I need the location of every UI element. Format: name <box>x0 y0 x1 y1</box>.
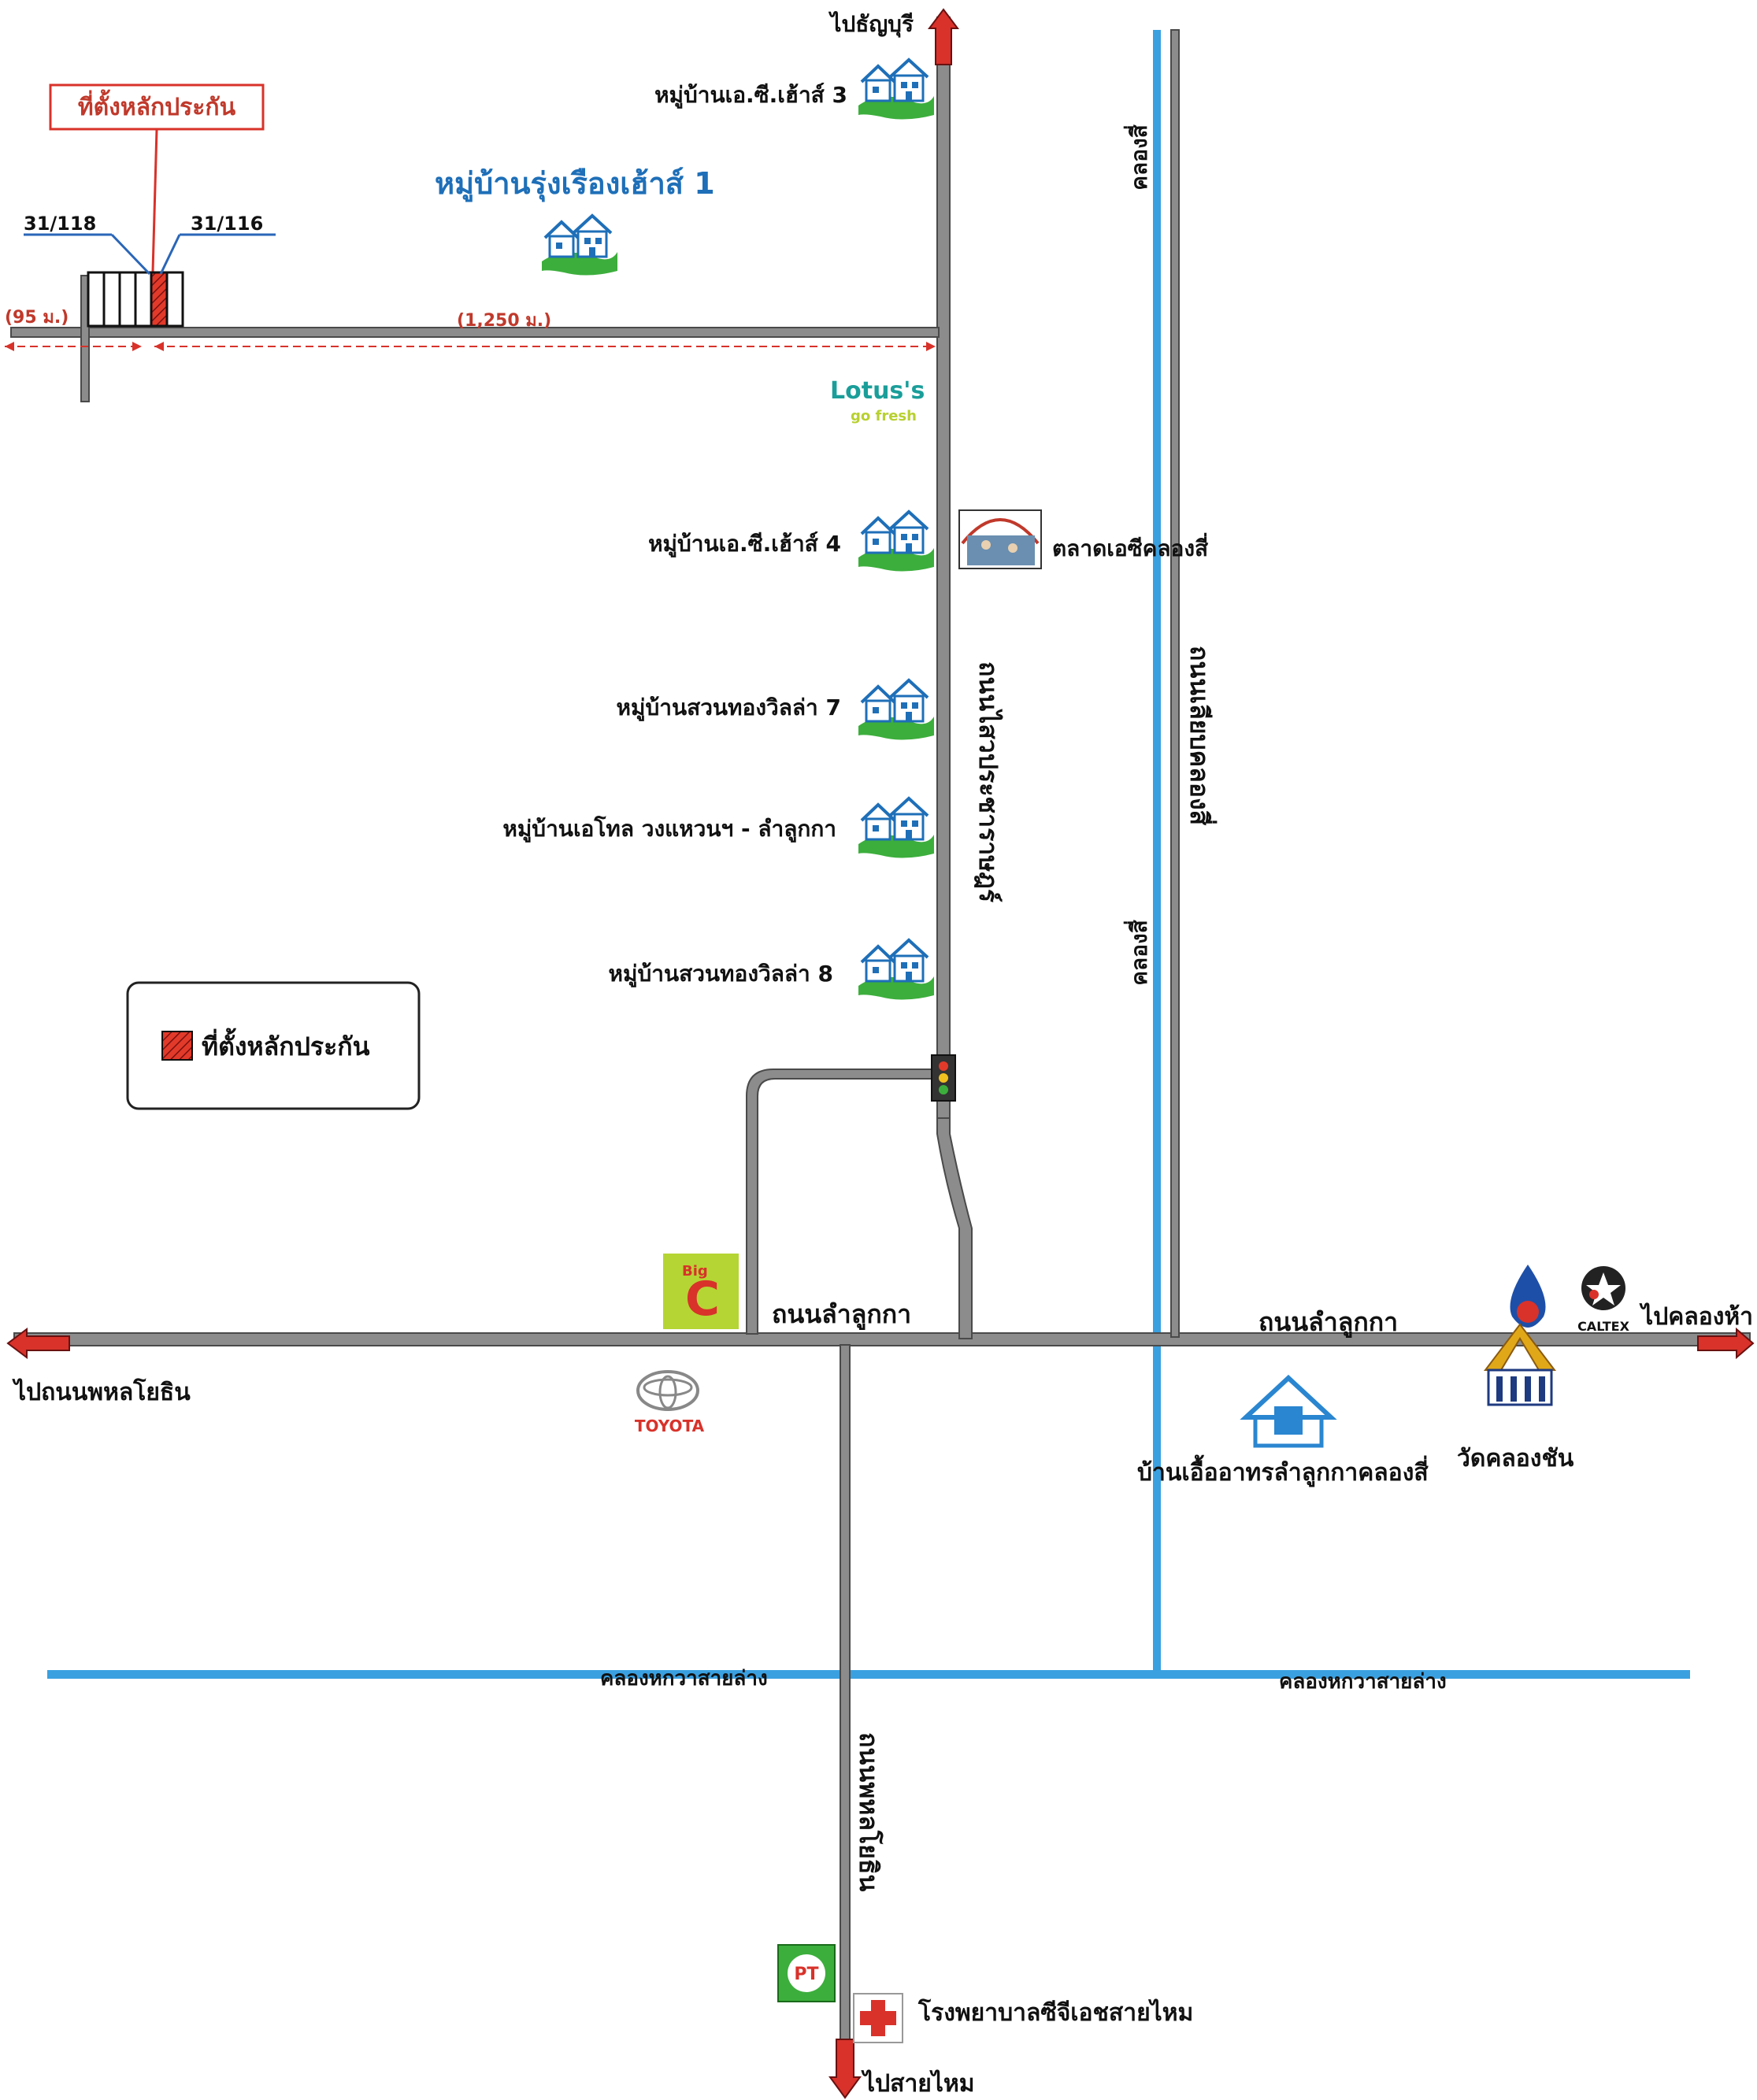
village-ac4-label: หมู่บ้านเอ.ซี.เฮ้าส์ 4 <box>648 531 841 557</box>
caltex-logo: CALTEX <box>1577 1266 1630 1334</box>
plot-row <box>87 271 184 328</box>
arrow-west-icon <box>6 1328 70 1359</box>
collateral-cross-road <box>80 275 90 402</box>
lotus-logo-text: Lotus's <box>830 377 925 405</box>
market-icon <box>958 509 1042 569</box>
south-road <box>840 1344 851 2070</box>
collateral-access-road <box>10 327 940 338</box>
pt-logo: PT <box>777 1944 836 2002</box>
destination-east: ไปคลองห้า <box>1639 1302 1753 1331</box>
village-house-icon <box>857 510 936 573</box>
traffic-light-icon <box>931 1054 956 1102</box>
hospital: โรงพยาบาลซีจีเอชสายไหม <box>853 1993 1193 2043</box>
destination-south: ไปสายไหม <box>861 2069 975 2098</box>
legend-swatch <box>161 1031 193 1061</box>
caltex-logo-text: CALTEX <box>1577 1319 1630 1334</box>
ptt-logo <box>1510 1265 1546 1328</box>
temple-icon <box>1483 1323 1557 1406</box>
arrow-east-icon <box>1697 1327 1755 1360</box>
village-ehol-label: หมู่บ้านเอโทล วงแหวนฯ - ลำลูกกา <box>502 815 836 843</box>
village-ac4: หมู่บ้านเอ.ซี.เฮ้าส์ 4 <box>648 510 936 573</box>
collateral-site: ที่ตั้งหลักประกัน 31/118 31/116 (95 ม.) … <box>5 83 936 351</box>
distance-long: (1,250 ม.) <box>457 311 551 331</box>
lam-luk-ka-road-label-west: ถนนลำลูกกา <box>772 1299 911 1331</box>
toyota-logo: TOYOTA <box>635 1370 705 1435</box>
khlong-hok-wa-label-west: คลองหกวาสายล่าง <box>600 1667 768 1691</box>
hospital-label: โรงพยาบาลซีจีเอชสายไหม <box>917 1998 1193 2027</box>
village-house-icon <box>857 797 936 860</box>
village-house-icon <box>857 58 936 121</box>
bigc-logo: Big C <box>663 1254 739 1329</box>
collateral-callout-text: ที่ตั้งหลักประกัน <box>78 89 236 121</box>
sai-luat-road-label: ถนนไสวประชาราษฎร์ <box>973 661 1003 902</box>
sai-luat-road-curve <box>936 1117 973 1339</box>
khlong-si-label-lower: คลองสี่ <box>1123 919 1152 985</box>
khlong-si-canal <box>1153 30 1161 1676</box>
direction-arrows <box>6 8 1755 2099</box>
arrow-north-icon <box>928 8 959 65</box>
pt-logo-text: PT <box>794 1965 818 1984</box>
toyota-logo-text: TOYOTA <box>635 1417 705 1435</box>
legend-label: ที่ตั้งหลักประกัน <box>202 1028 370 1061</box>
lam-luk-ka-road-label-east: ถนนลำลูกกา <box>1258 1307 1398 1339</box>
lotus-logo: Lotus's go fresh <box>830 377 925 424</box>
canals <box>47 30 1690 1679</box>
plot-left-number: 31/118 <box>24 213 96 235</box>
village-house-icon <box>857 679 936 742</box>
housing-icon <box>1240 1374 1337 1448</box>
village-ehol: หมู่บ้านเอโทล วงแหวนฯ - ลำลูกกา <box>502 797 936 860</box>
village-suan-thong-7-label: หมู่บ้านสวนทองวิลล่า 7 <box>617 694 841 721</box>
plot-right-number: 31/116 <box>191 213 263 235</box>
village-suan-thong-7: หมู่บ้านสวนทองวิลล่า 7 <box>617 679 936 742</box>
destination-north: ไปธัญบุรี <box>828 11 914 38</box>
village-suan-thong-8: หมู่บ้านสวนทองวิลล่า 8 <box>609 939 936 1002</box>
collateral-callout-box <box>49 83 265 131</box>
khlong-si-label-upper: คลองสี่ <box>1123 124 1152 190</box>
village-rung-rueang-label: หมู่บ้านรุ่งเรืองเฮ้าส์ 1 <box>435 166 715 202</box>
destination-west: ไปถนนพหลโยธิน <box>12 1377 191 1406</box>
liap-khlong-si-road-label: ถนนเลียบคลองสี่ <box>1184 646 1218 826</box>
village-house-icon <box>857 939 936 1002</box>
market: ตลาดเอซีคลองสี่ <box>958 509 1209 569</box>
khlong-hok-wa-label-east: คลองหกวาสายล่าง <box>1279 1670 1447 1694</box>
temple-label: วัดคลองชัน <box>1457 1445 1574 1472</box>
village-house-icon <box>540 214 619 277</box>
roads <box>10 17 1751 2070</box>
market-label: ตลาดเอซีคลองสี่ <box>1052 532 1209 561</box>
south-road-label: ถนนพหลโยธิน <box>854 1732 884 1891</box>
bigc-logo-letter: C <box>685 1272 720 1327</box>
bigc-logo-top: Big <box>682 1263 708 1280</box>
bigc-loop-road <box>746 1069 938 1335</box>
arrow-south-icon <box>828 2039 862 2099</box>
village-ac3: หมู่บ้านเอ.ซี.เฮ้าส์ 3 <box>654 58 936 121</box>
lotus-logo-subtext: go fresh <box>851 408 917 424</box>
liap-khlong-si-road <box>1170 29 1180 1338</box>
legend-box <box>126 981 421 1110</box>
sai-luat-road <box>936 17 951 1120</box>
temple: วัดคลองชัน <box>1457 1323 1574 1472</box>
lam-luk-ka-road <box>13 1332 1751 1346</box>
housing-label: บ้านเอื้ออาทรลำลูกกาคลองสี่ <box>1137 1454 1429 1487</box>
housing: บ้านเอื้ออาทรลำลูกกาคลองสี่ <box>1137 1374 1429 1487</box>
distance-short: (95 ม.) <box>5 308 69 328</box>
hospital-cross-icon <box>853 1993 903 2043</box>
village-ac3-label: หมู่บ้านเอ.ซี.เฮ้าส์ 3 <box>654 82 847 109</box>
legend: ที่ตั้งหลักประกัน <box>126 981 421 1110</box>
village-suan-thong-8-label: หมู่บ้านสวนทองวิลล่า 8 <box>609 961 833 987</box>
khlong-hok-wa-canal <box>47 1670 1690 1679</box>
village-rung-rueang: หมู่บ้านรุ่งเรืองเฮ้าส์ 1 <box>435 166 715 277</box>
